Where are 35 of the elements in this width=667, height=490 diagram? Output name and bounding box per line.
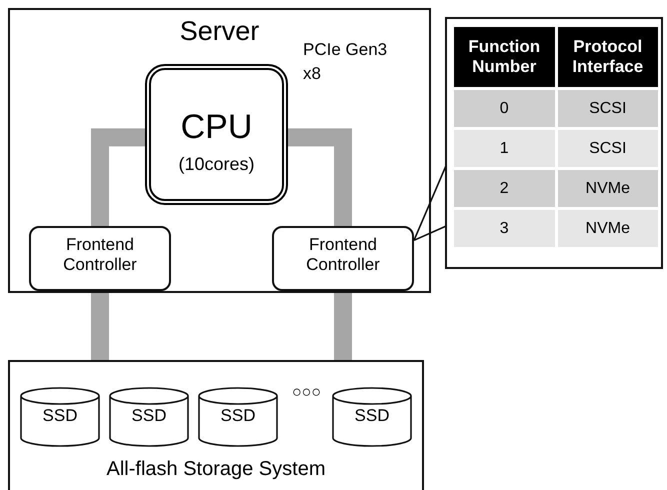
ssd-cylinder [109, 387, 189, 447]
node-label: Frontend Controller [305, 235, 381, 274]
node-label: CPU [180, 108, 252, 148]
node-label: SSD [354, 406, 390, 426]
ssd-cylinder [20, 387, 100, 447]
cpu-box [145, 64, 288, 205]
column-header-cell: Protocol Interface [558, 27, 658, 87]
callout-box [445, 17, 663, 269]
node-label: SSD [132, 406, 166, 426]
ssd-cylinder [198, 387, 278, 447]
table-cell: SCSI [558, 90, 658, 127]
bus-connector [334, 291, 352, 360]
table-cell: NVMe [558, 210, 658, 247]
bus-connector [91, 291, 109, 360]
node-title: Server [180, 16, 260, 48]
node-title: All-flash Storage System [106, 458, 326, 481]
ellipsis-label: ○○○ [292, 384, 321, 402]
storage-system-box [8, 360, 424, 490]
table-cell: 0 [454, 90, 555, 127]
node-label: Frontend Controller [62, 235, 138, 274]
controller-box [29, 226, 171, 291]
table-cell: 2 [454, 170, 555, 207]
node-sublabel: (10cores) [178, 154, 255, 175]
node-label: SSD [42, 406, 78, 426]
table-cell: SCSI [558, 130, 658, 167]
callout-pointer [413, 164, 447, 242]
node-label: SSD [220, 406, 256, 426]
controller-box [272, 226, 414, 291]
table-cell: 3 [454, 210, 555, 247]
server-box [8, 8, 431, 293]
column-header-cell: Function Number [454, 27, 555, 87]
ssd-cylinder [332, 387, 412, 447]
table-cell: 1 [454, 130, 555, 167]
bus-connector [91, 128, 145, 226]
table-cell: NVMe [558, 170, 658, 207]
